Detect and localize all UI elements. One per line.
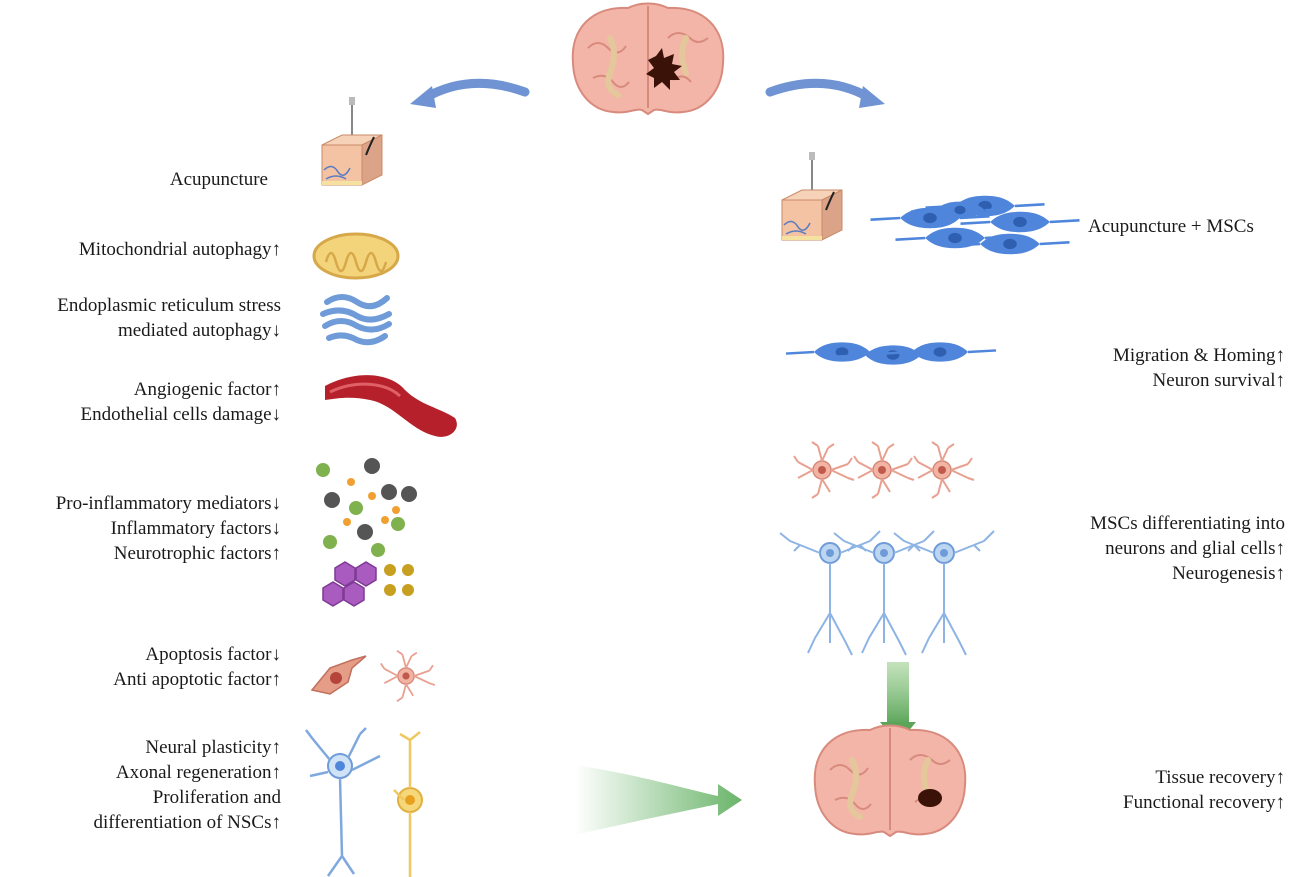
brain-icon-bottom (815, 726, 966, 837)
msc-migration-icon (786, 342, 996, 364)
arrow-left-head (410, 86, 436, 108)
mitochondrion-icon (314, 234, 398, 278)
label-neural: Neural plasticity↑Axonal regeneration↑Pr… (93, 735, 281, 835)
skin-needle-icon (322, 97, 382, 185)
convergence-arrow (575, 765, 742, 835)
skin-needle-icon-right (782, 152, 842, 240)
cytokine-icon (316, 458, 417, 606)
differentiated-neurons-icon (780, 531, 994, 655)
neuron-icon-yellow (394, 732, 422, 877)
arrow-left (425, 83, 525, 98)
label-angiogenic: Angiogenic factor↑Endothelial cells dama… (81, 377, 281, 427)
msc-cluster-icon (871, 196, 1080, 254)
label-mitochondrial: Mitochondrial autophagy↑ (79, 237, 281, 262)
label-apoptosis: Apoptosis factor↓Anti apoptotic factor↑ (113, 642, 281, 692)
er-icon (323, 297, 389, 342)
brain-icon-top (573, 4, 724, 115)
blood-vessel-icon (325, 375, 457, 437)
arrow-right-head (859, 86, 885, 108)
arrow-right (770, 83, 870, 98)
label-inflammation: Pro-inflammatory mediators↓Inflammatory … (56, 491, 281, 566)
lesion-icon-small (918, 789, 942, 807)
label-acupuncture-mscs: Acupuncture + MSCs (1088, 214, 1254, 239)
neuron-icon-blue (306, 728, 380, 876)
astrocyte-row-icon (794, 442, 974, 498)
label-recovery: Tissue recovery↑Functional recovery↑ (1123, 765, 1285, 815)
label-acupuncture: Acupuncture (170, 167, 268, 192)
label-migration: Migration & Homing↑Neuron survival↑ (1113, 343, 1285, 393)
apoptotic-cell-icon (312, 651, 435, 701)
